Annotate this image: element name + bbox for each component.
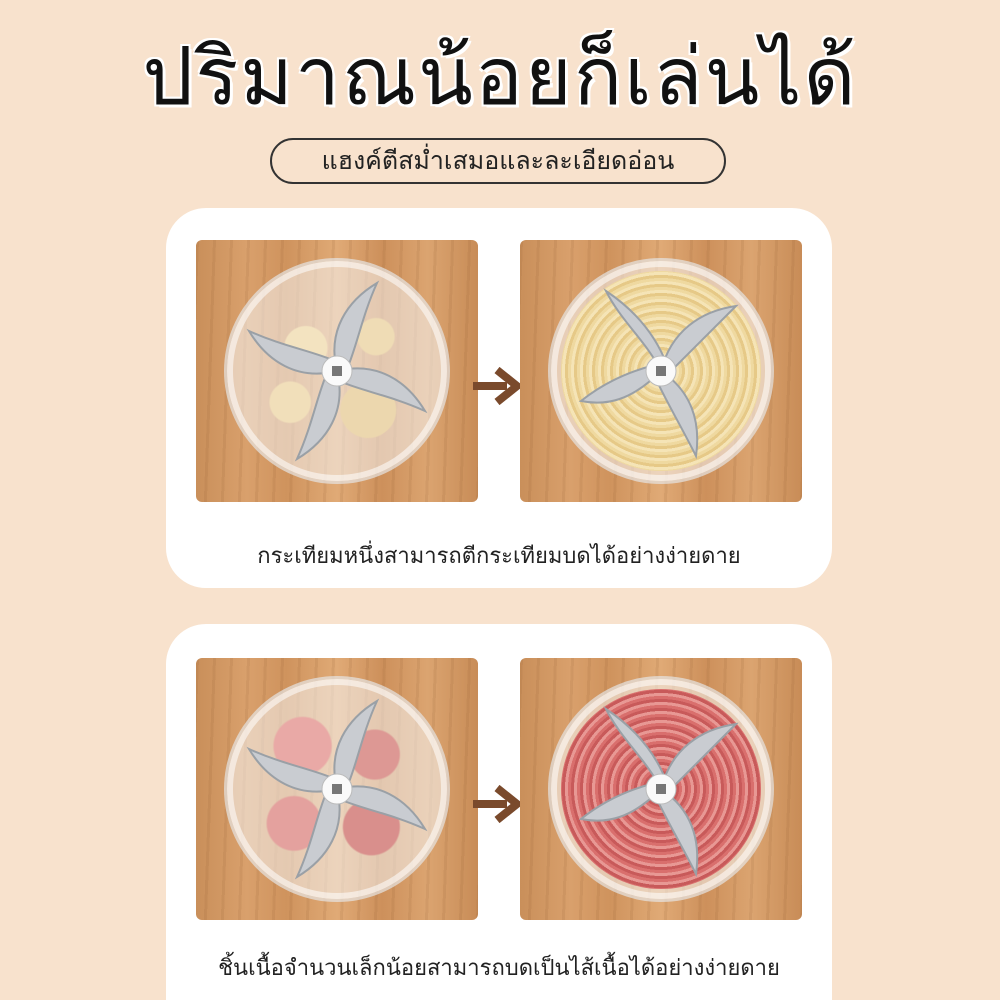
meat-comparison-card: ชิ้นเนื้อจำนวนเล็กน้อยสามารถบดเป็นไส้เนื… <box>166 624 832 1000</box>
garlic-comparison-card: กระเทียมหนึ่งสามารถตีกระเทียมบดได้อย่างง… <box>166 208 832 588</box>
garlic-caption: กระเทียมหนึ่งสามารถตีกระเทียมบดได้อย่างง… <box>257 544 741 569</box>
garlic-before-photo <box>196 240 478 502</box>
chopper-blade-icon <box>246 280 428 462</box>
garlic-after-photo <box>520 240 802 502</box>
chopper-bowl <box>227 679 447 899</box>
chopper-bowl <box>551 679 771 899</box>
chopper-bowl <box>227 261 447 481</box>
chopper-blade-icon <box>246 698 428 880</box>
meat-before-photo <box>196 658 478 920</box>
arrow-right-icon <box>473 366 524 406</box>
chopper-blade-icon <box>578 288 739 460</box>
chopper-bowl <box>551 261 771 481</box>
meat-caption: ชิ้นเนื้อจำนวนเล็กน้อยสามารถบดเป็นไส้เนื… <box>218 956 780 981</box>
chopper-blade-icon <box>578 706 739 878</box>
arrow-right-icon <box>473 784 524 824</box>
subtitle-text: แฮงค์ตีสม่ำเสมอและละเอียดอ่อน <box>321 146 675 175</box>
meat-after-photo <box>520 658 802 920</box>
subtitle-badge: แฮงค์ตีสม่ำเสมอและละเอียดอ่อน <box>270 138 726 184</box>
page-title: ปริมาณน้อยก็เล่นได้ <box>142 30 858 123</box>
